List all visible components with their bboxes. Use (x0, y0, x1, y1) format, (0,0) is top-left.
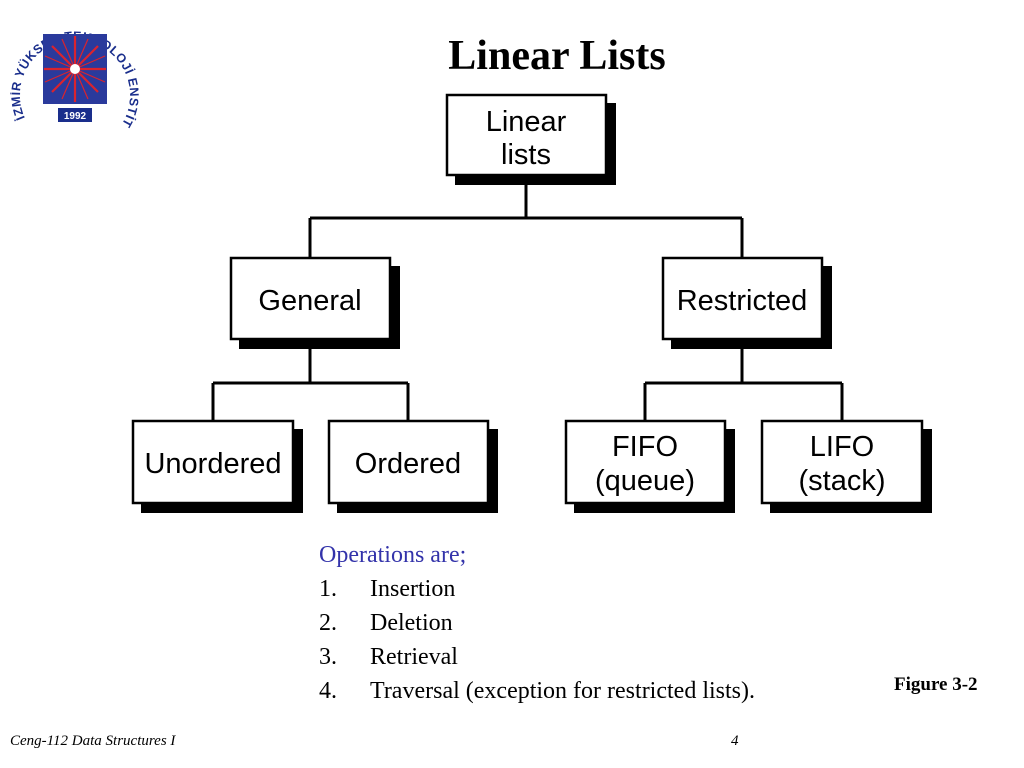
logo-year: 1992 (64, 111, 87, 122)
svg-text:Linear: Linear (486, 106, 567, 138)
list-item: 3. Retrieval (319, 640, 755, 674)
node-restricted: Restricted (661, 256, 832, 349)
list-item-number: 1. (319, 576, 337, 602)
list-item-number: 3. (319, 644, 337, 670)
figure-label: Figure 3-2 (894, 674, 978, 695)
svg-text:Ordered: Ordered (355, 448, 461, 480)
svg-text:FIFO: FIFO (612, 431, 678, 463)
node-linear-lists: Linear lists (445, 93, 616, 185)
svg-text:General: General (258, 285, 361, 317)
list-item-text: Traversal (exception for restricted list… (370, 678, 755, 704)
list-item-number: 2. (319, 610, 337, 636)
footer-page-number: 4 (731, 733, 739, 749)
footer-course: Ceng-112 Data Structures I (10, 733, 176, 749)
list-item-text: Deletion (370, 610, 453, 636)
list-item: 4. Traversal (exception for restricted l… (319, 674, 755, 708)
list-item-number: 4. (319, 678, 337, 704)
svg-text:lists: lists (501, 139, 551, 171)
list-item-text: Insertion (370, 576, 456, 602)
node-fifo-queue: FIFO (queue) (564, 419, 735, 513)
node-general: General (229, 256, 400, 349)
slide-title: Linear Lists (448, 33, 666, 79)
svg-text:Unordered: Unordered (144, 448, 281, 480)
operations-heading: Operations are; (319, 542, 467, 568)
list-item: 2. Deletion (319, 606, 755, 640)
operations-list: Operations are; 1. Insertion 2. Deletion… (319, 538, 755, 708)
node-ordered: Ordered (327, 419, 498, 513)
svg-text:(queue): (queue) (595, 465, 695, 497)
svg-text:Restricted: Restricted (677, 285, 808, 317)
list-item: 1. Insertion (319, 572, 755, 606)
svg-text:(stack): (stack) (799, 465, 886, 497)
list-item-text: Retrieval (370, 644, 458, 670)
institute-logo: İZMİR YÜKSEK TEKNOLOJİ ENSTİTÜSÜ 1992 (10, 4, 140, 130)
node-lifo-stack: LIFO (stack) (760, 419, 932, 513)
svg-text:LIFO: LIFO (810, 431, 874, 463)
node-unordered: Unordered (131, 419, 303, 513)
